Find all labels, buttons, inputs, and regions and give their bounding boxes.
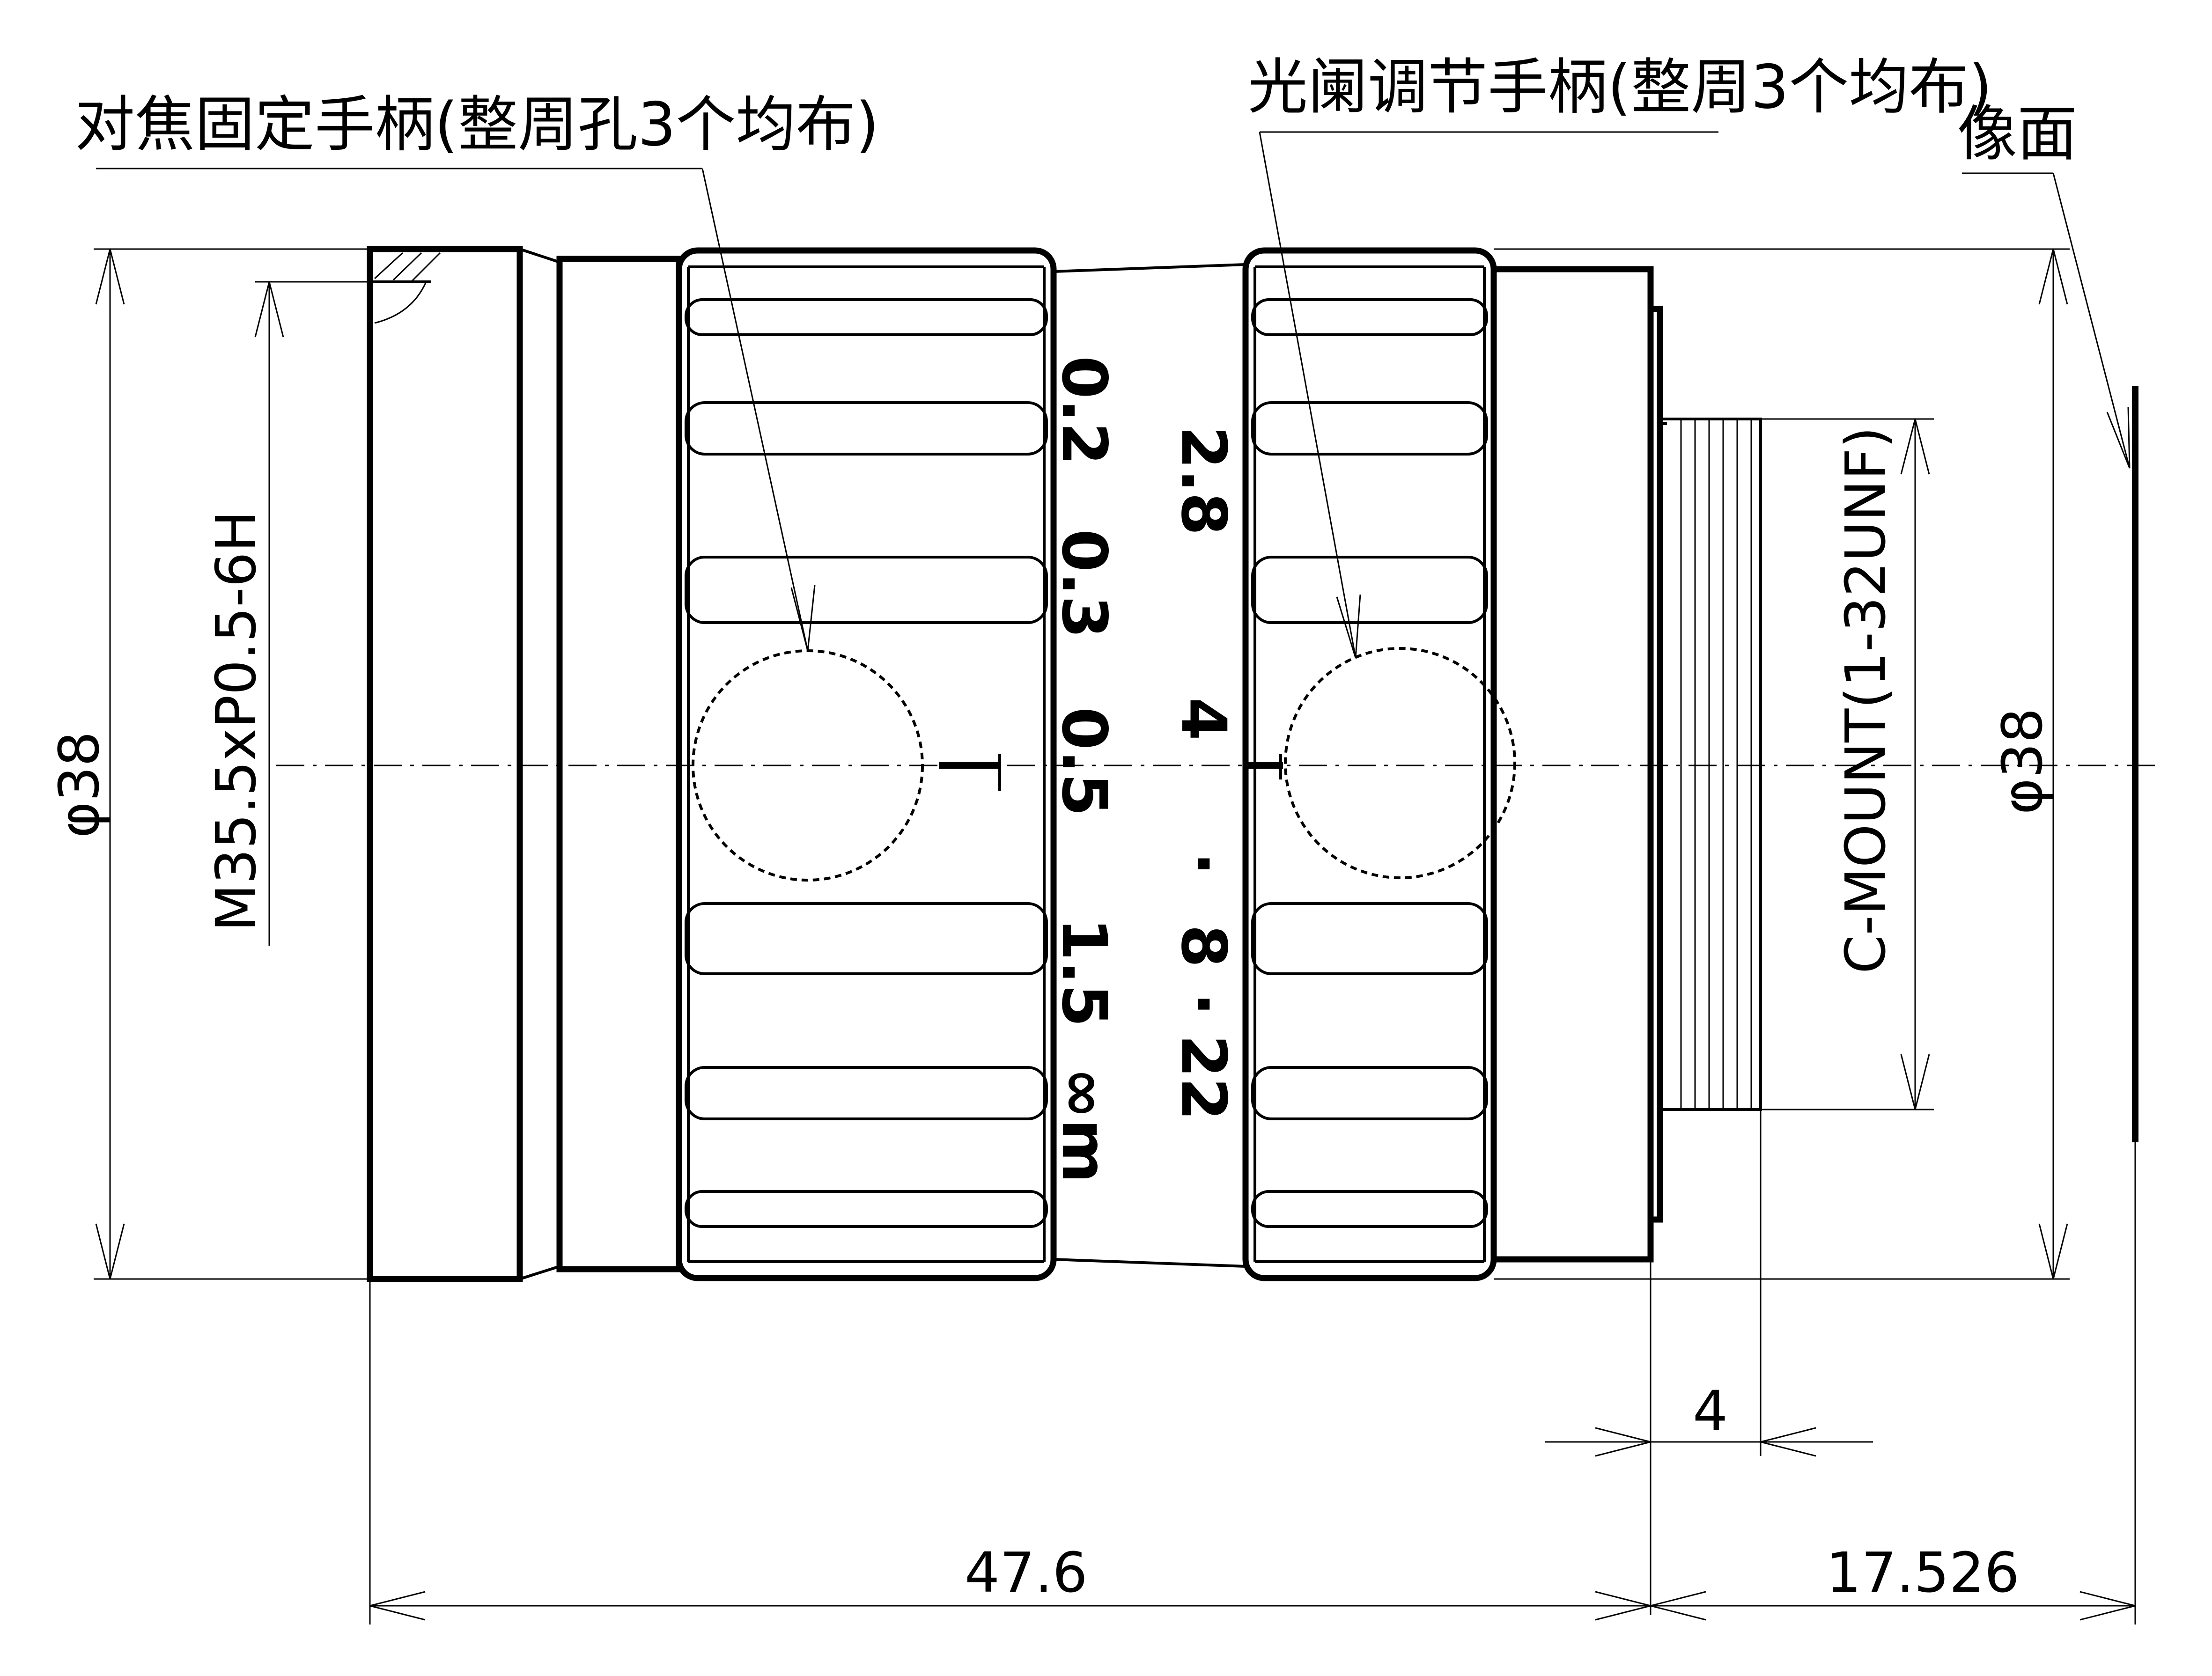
aperture-scale: 2.8 4 · 8 · 22 bbox=[1167, 426, 1239, 1121]
focus-handle-callout: 对焦固定手柄(整周孔3个均布) bbox=[75, 90, 879, 651]
iris-ring bbox=[1242, 247, 1516, 1281]
dim-front-thread: M35.5xP0.5-6H bbox=[204, 281, 389, 946]
barrel-section bbox=[556, 256, 682, 1272]
focus-handle-label: 对焦固定手柄(整周孔3个均布) bbox=[75, 90, 879, 160]
aperture-2-8: 2.8 bbox=[1167, 426, 1239, 536]
thread-hatch bbox=[370, 252, 441, 324]
front-thread-value: M35.5xP0.5-6H bbox=[204, 510, 268, 932]
front-taper bbox=[518, 247, 561, 1281]
dim-front-diameter: φ38 bbox=[47, 248, 370, 1280]
dim-flange-distance: 17.526 bbox=[1650, 1142, 2136, 1625]
image-plane-label: 像面 bbox=[1957, 99, 2077, 169]
rear-barrel bbox=[1490, 266, 1654, 1263]
dim-mount-length: 4 bbox=[1545, 1110, 1873, 1615]
focus-distance-scale: 0.2 0.3 0.5 1.5 ∞m bbox=[1048, 356, 1120, 1183]
image-plane-callout: 像面 bbox=[1957, 99, 2131, 469]
focus-scale-1-5: 1.5 bbox=[1048, 918, 1120, 1027]
iris-knob-icon bbox=[1284, 647, 1516, 879]
dim-rear-diameter: φ38 bbox=[1494, 248, 2070, 1280]
focus-scale-0-2: 0.2 bbox=[1048, 356, 1120, 465]
aperture-8: 8 bbox=[1167, 925, 1239, 968]
flange-distance-value: 17.526 bbox=[1826, 1540, 2020, 1605]
dim-c-mount: C-MOUNT(1-32UNF) bbox=[1761, 418, 1934, 1110]
c-mount-thread bbox=[1659, 418, 1762, 1111]
focus-scale-0-5: 0.5 bbox=[1048, 707, 1120, 816]
lens-length-value: 47.6 bbox=[965, 1540, 1088, 1605]
rear-diameter-value: φ38 bbox=[1990, 708, 2055, 815]
focus-ring bbox=[676, 247, 1057, 1281]
c-mount-value: C-MOUNT(1-32UNF) bbox=[1833, 426, 1898, 974]
front-diameter-value: φ38 bbox=[47, 731, 111, 838]
aperture-dot-2: · bbox=[1167, 992, 1239, 1016]
iris-handle-callout: 光阑调节手柄(整周3个均布) bbox=[1248, 52, 1992, 658]
mid-barrel-bottom bbox=[1053, 1258, 1246, 1268]
mount-length-value: 4 bbox=[1693, 1379, 1728, 1443]
focus-scale-infinity: ∞m bbox=[1048, 1067, 1120, 1183]
aperture-dot-1: · bbox=[1167, 852, 1239, 875]
dim-lens-length: 47.6 bbox=[369, 1279, 1651, 1625]
focus-scale-0-3: 0.3 bbox=[1048, 529, 1120, 639]
iris-handle-label: 光阑调节手柄(整周3个均布) bbox=[1248, 52, 1992, 122]
mid-barrel-top bbox=[1053, 263, 1246, 273]
aperture-22: 22 bbox=[1167, 1035, 1239, 1121]
aperture-4: 4 bbox=[1167, 698, 1239, 741]
front-ring bbox=[367, 246, 523, 1282]
